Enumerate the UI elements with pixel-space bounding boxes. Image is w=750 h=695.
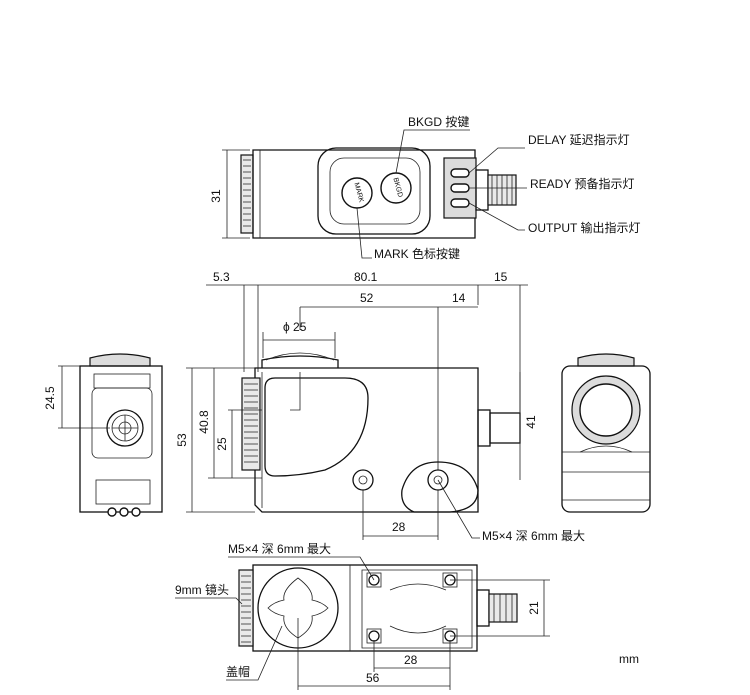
bottom-hole-bl xyxy=(368,630,380,642)
side-view-lens-cap xyxy=(241,377,261,471)
side-view-bracket xyxy=(401,461,479,513)
bottom-view-lens xyxy=(238,569,254,647)
top-view: MARK BKGD 31 BKGD 按键 DELAY 延迟指示灯 READY 预… xyxy=(209,115,640,261)
output-led xyxy=(450,198,470,208)
mount-hole-callout-bottom: M5×4 深 6mm 最大 xyxy=(228,542,331,556)
mark-button-callout: MARK 色标按键 xyxy=(374,247,460,261)
dim-31: 31 xyxy=(209,189,223,203)
dim-15: 15 xyxy=(494,270,508,284)
side-view-body xyxy=(254,367,479,513)
dim-52: 52 xyxy=(360,291,374,305)
bkgd-button-label: BKGD xyxy=(392,177,404,198)
delay-indicator-callout: DELAY 延迟指示灯 xyxy=(528,132,630,147)
top-view-body xyxy=(252,149,476,239)
dim-56: 56 xyxy=(366,671,380,685)
left-end-view: 24.5 xyxy=(43,353,163,517)
mount-hole-left xyxy=(352,469,374,491)
dim-53: 53 xyxy=(175,433,189,447)
dim-5-3: 5.3 xyxy=(213,270,230,284)
bottom-view: M5×4 深 6mm 最大 21 28 xyxy=(175,542,639,690)
unit-label: mm xyxy=(619,652,639,666)
dim-40-8: 40.8 xyxy=(197,410,211,434)
dim-24-5: 24.5 xyxy=(43,386,57,410)
bottom-view-connector xyxy=(488,593,518,623)
mount-hole-callout-side: M5×4 深 6mm 最大 xyxy=(482,529,585,543)
dim-25: 25 xyxy=(215,437,229,451)
right-end-body xyxy=(561,365,651,513)
dim-28-bottom: 28 xyxy=(404,653,418,667)
delay-led xyxy=(450,168,470,178)
top-view-button-panel xyxy=(317,147,431,235)
bkgd-button-callout: BKGD 按键 xyxy=(408,115,469,129)
dim-41: 41 xyxy=(524,415,538,429)
dim-14: 14 xyxy=(452,291,466,305)
dim-phi-25: ϕ 25 xyxy=(283,320,307,334)
ready-indicator-callout: READY 预备指示灯 xyxy=(530,176,634,191)
output-indicator-callout: OUTPUT 输出指示灯 xyxy=(528,220,640,235)
bottom-hole-tl xyxy=(368,574,380,586)
dim-28-side: 28 xyxy=(392,520,406,534)
right-end-view xyxy=(561,353,651,513)
side-view-lens-window xyxy=(264,377,369,477)
cap-label: 盖帽 xyxy=(226,664,250,679)
dim-80-1: 80.1 xyxy=(354,270,378,284)
dim-21: 21 xyxy=(527,601,541,615)
ready-led xyxy=(450,183,470,193)
top-view-lens-cap xyxy=(240,154,254,234)
side-view: 5.3 80.1 15 52 14 ϕ 25 xyxy=(175,270,585,543)
lens-label: 9mm 镜头 xyxy=(175,582,229,597)
side-view-connector xyxy=(489,412,521,444)
